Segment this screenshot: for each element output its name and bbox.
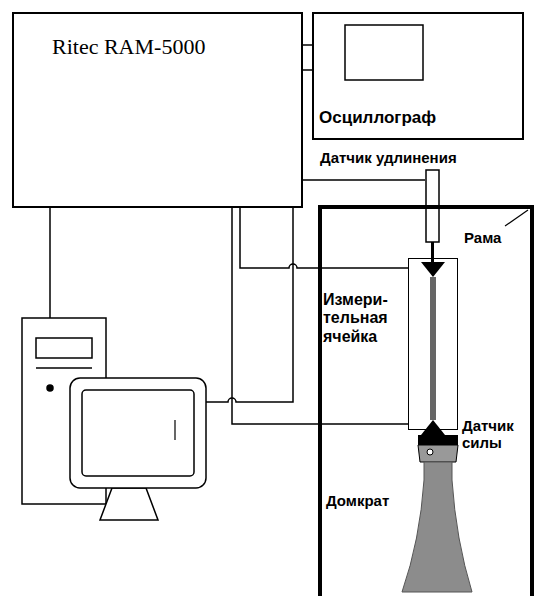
node-label: Измери- тельная ячейка [323, 291, 403, 346]
sensor-wire [206, 180, 425, 402]
part-label: Датчик удлинения [320, 150, 457, 167]
part-label: Домкрат [326, 493, 389, 510]
device-box: Ritec RAM-5000 [12, 12, 303, 208]
leader-line [505, 210, 528, 226]
measuring-cell: Измери- тельная ячейка [408, 258, 458, 430]
signal-wire [303, 70, 312, 71]
node-label: Рама [464, 229, 501, 246]
signal-wire [240, 208, 408, 268]
part-label: Датчик силы [462, 418, 528, 451]
frame: РамаИзмери- тельная ячейка [318, 205, 534, 596]
force-sensor [418, 420, 458, 462]
node-label: Ritec RAM-5000 [52, 34, 205, 59]
jack [402, 462, 472, 592]
specimen-rod [430, 277, 436, 420]
signal-wire [303, 45, 312, 46]
scope-screen [345, 25, 423, 80]
device-box: Осциллограф [312, 12, 524, 140]
extensometer [421, 170, 445, 277]
computer [22, 208, 206, 520]
node-label: Осциллограф [319, 108, 436, 128]
